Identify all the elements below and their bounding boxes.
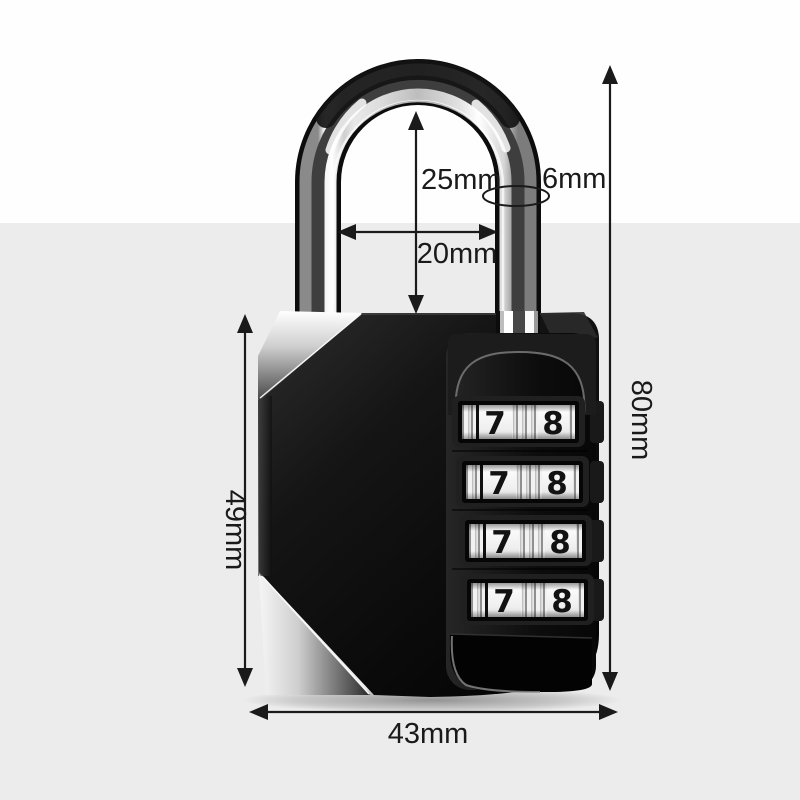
wheel-edge-stripes-right[interactable] <box>576 524 582 558</box>
dial-hood-arc-highlight <box>454 350 586 416</box>
dimension-body-width: 43mm <box>249 704 618 750</box>
arrowhead-up <box>408 111 424 130</box>
shackle-shoulder-highlight-right <box>471 99 511 153</box>
bevel-bottom-left-edge-line <box>262 576 370 695</box>
body-bevel-top-left <box>258 311 362 399</box>
thumb-tab-2 <box>590 461 604 503</box>
shackle-shoulder-highlight-left <box>325 98 367 155</box>
wheel-edge-stripes[interactable] <box>466 465 480 499</box>
arrowhead-right <box>479 224 498 240</box>
shackle-top-reflection <box>316 59 520 128</box>
dial-housing <box>446 333 604 693</box>
dial-digit-right: 8 <box>542 406 564 442</box>
dial-digit-left: 7 <box>493 584 515 620</box>
dial-digit-left: 7 <box>484 406 506 442</box>
overall-height-label: 80mm <box>625 380 657 461</box>
arrowhead-left <box>249 704 268 720</box>
dial-windows: 7 8 7 8 <box>452 396 594 625</box>
arrowhead-up <box>602 65 618 84</box>
body-left-side-face <box>258 396 272 576</box>
dial-window-3[interactable]: 7 8 <box>459 515 592 566</box>
body-width-label: 43mm <box>388 718 469 750</box>
arrowhead-down <box>408 295 424 314</box>
wheel-edge-stripes-right[interactable] <box>569 405 575 439</box>
bevel-top-left-edge-line <box>259 313 362 399</box>
dimension-body-height: 49mm <box>219 314 253 687</box>
window-top-shade <box>466 465 579 472</box>
dial-window-1[interactable]: 7 8 <box>452 396 585 447</box>
wheel-divider <box>483 524 486 558</box>
dial-hood <box>448 334 596 415</box>
dimension-annotations: 25mm 20mm 6mm 80mm <box>219 65 657 750</box>
wheel-divider <box>476 405 479 439</box>
wheel-edge-stripes-right[interactable] <box>578 583 584 617</box>
arrowhead-down <box>602 672 618 691</box>
background-top <box>0 0 800 223</box>
shackle <box>295 59 541 348</box>
shackle-core-stripe <box>311 75 525 348</box>
wheel-edge-stripes-right[interactable] <box>573 465 579 499</box>
window-bottom-shade <box>462 432 575 439</box>
recess-rim-highlight <box>450 635 541 693</box>
window-bottom-shade <box>469 551 582 558</box>
dial-window-2[interactable]: 7 8 <box>456 456 589 507</box>
dial-digit-left: 7 <box>491 525 513 561</box>
recess-top-ridge <box>449 633 593 639</box>
window-top-shade <box>462 405 575 412</box>
shackle-diameter-label: 6mm <box>542 163 606 195</box>
wheel-edge-stripes[interactable] <box>471 583 485 617</box>
dial-digit-right: 8 <box>546 466 568 502</box>
wheel-edge-stripes[interactable] <box>462 405 476 439</box>
window-top-shade <box>471 583 584 590</box>
diameter-ellipse <box>482 185 550 207</box>
shackle-inner-rim-highlight <box>331 99 505 320</box>
wheel-divider <box>480 465 483 499</box>
dimension-inner-width: 20mm <box>337 224 498 270</box>
inner-height-label: 25mm <box>421 164 502 196</box>
inner-width-label: 20mm <box>417 238 498 270</box>
window-bottom-shade <box>466 492 579 499</box>
arrowhead-right <box>599 704 618 720</box>
window-top-shade <box>469 524 582 531</box>
wheel-edge-stripes[interactable] <box>469 524 483 558</box>
housing-bottom-recess <box>450 634 592 692</box>
arrowhead-left <box>337 224 356 240</box>
dimension-shackle-diameter: 6mm <box>482 163 606 207</box>
arrowhead-down <box>237 668 253 687</box>
dial-digit-left: 7 <box>488 466 510 502</box>
dial-digit-right: 8 <box>549 525 571 561</box>
wheel-divider <box>485 583 488 617</box>
dimension-overall-height: 80mm <box>602 65 657 691</box>
dial-digit-right: 8 <box>551 584 573 620</box>
body-height-label: 49mm <box>219 490 251 571</box>
thumb-tab-3 <box>590 520 604 562</box>
arrowhead-up <box>237 314 253 333</box>
body-top-right-facet <box>540 312 598 338</box>
dial-window-4[interactable]: 7 8 <box>461 574 594 625</box>
window-bottom-shade <box>471 610 584 617</box>
